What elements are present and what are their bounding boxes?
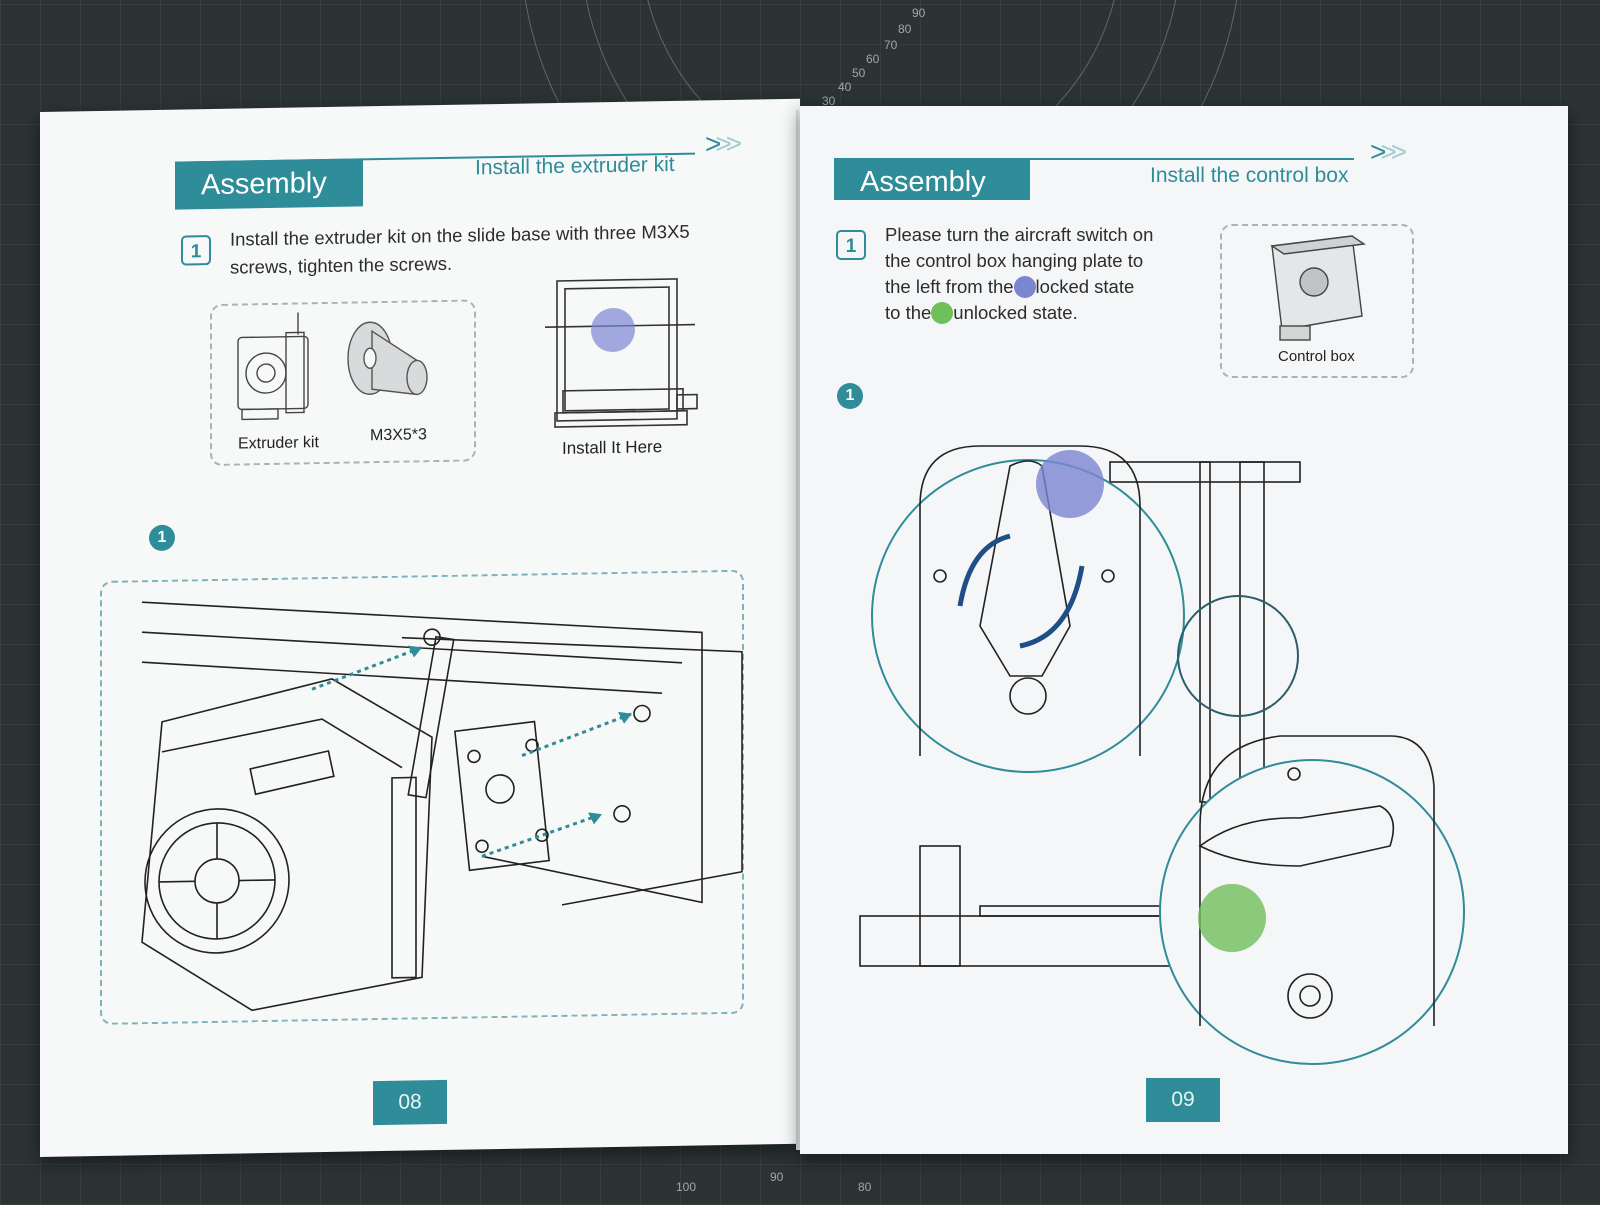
- page-header-title: Assembly: [201, 166, 327, 202]
- instruction-text: the left from the: [885, 276, 1014, 297]
- install-caption: Install It Here: [562, 437, 663, 458]
- mat-number: 40: [838, 80, 852, 94]
- mat-number: 80: [898, 22, 912, 36]
- mat-number: 100: [676, 1180, 697, 1194]
- instruction-text: locked state: [1035, 276, 1135, 297]
- printer-frame-drawing: [545, 278, 698, 428]
- instruction-line: the control box hanging plate to: [885, 250, 1144, 271]
- page-header-tab: Assembly: [834, 158, 1030, 200]
- control-box-part-box: Control box: [1220, 224, 1414, 378]
- locked-color-dot-icon: [1013, 276, 1036, 298]
- instruction-text: unlocked state.: [953, 302, 1078, 323]
- right-page: Assembly Install the control box >>> 1 P…: [800, 106, 1568, 1154]
- screw-drawing: [347, 321, 428, 396]
- mat-number: 70: [884, 38, 898, 52]
- chevron-arrows-icon: >>>: [1370, 136, 1407, 167]
- diagram-step-marker: 1: [149, 524, 175, 552]
- instruction-text: to the: [885, 302, 932, 323]
- left-page: Assembly Install the extruder kit >>> 1 …: [40, 98, 800, 1158]
- diagram-step-marker: 1: [837, 383, 863, 409]
- instruction-line: to the unlocked state.: [885, 300, 1078, 326]
- instruction-line: Please turn the aircraft switch on: [885, 224, 1154, 245]
- mat-number: 30: [822, 94, 836, 108]
- control-box-switch-diagram: [859, 445, 1465, 1065]
- chevron-arrows-icon: >>>: [705, 127, 737, 160]
- part-label: Extruder kit: [238, 434, 319, 453]
- instruction-line: screws, tighten the screws.: [230, 252, 453, 278]
- extruder-install-diagram-box: [100, 569, 744, 1025]
- mat-number: 60: [866, 52, 880, 66]
- mat-number: 90: [912, 6, 926, 20]
- extruder-install-diagram: [141, 601, 743, 1012]
- parts-list-box: Extruder kit M3X5*3: [210, 299, 476, 467]
- step-number-badge: 1: [836, 230, 866, 260]
- mat-number: 50: [852, 66, 866, 80]
- part-label: M3X5*3: [370, 426, 427, 445]
- page-number: 08: [373, 1079, 447, 1126]
- page-header-tab: Assembly: [175, 158, 363, 210]
- mat-number: 80: [858, 1180, 872, 1194]
- mat-number: 90: [770, 1170, 784, 1184]
- control-box-drawing: [1270, 235, 1366, 341]
- page-header-title: Assembly: [860, 166, 986, 198]
- extruder-kit-drawing: [237, 312, 309, 421]
- page-header-subtitle: Install the control box: [1150, 164, 1349, 187]
- header-rule: [834, 158, 1354, 160]
- unlocked-color-dot-icon: [931, 302, 954, 324]
- instruction-line: the left from the locked state: [885, 274, 1134, 300]
- control-box-caption: Control box: [1278, 348, 1355, 365]
- step-number-badge: 1: [181, 235, 211, 266]
- install-location-marker: [591, 307, 635, 353]
- instruction-line: Install the extruder kit on the slide ba…: [230, 220, 690, 250]
- page-number: 09: [1146, 1078, 1220, 1122]
- page-header-subtitle: Install the extruder kit: [475, 152, 675, 180]
